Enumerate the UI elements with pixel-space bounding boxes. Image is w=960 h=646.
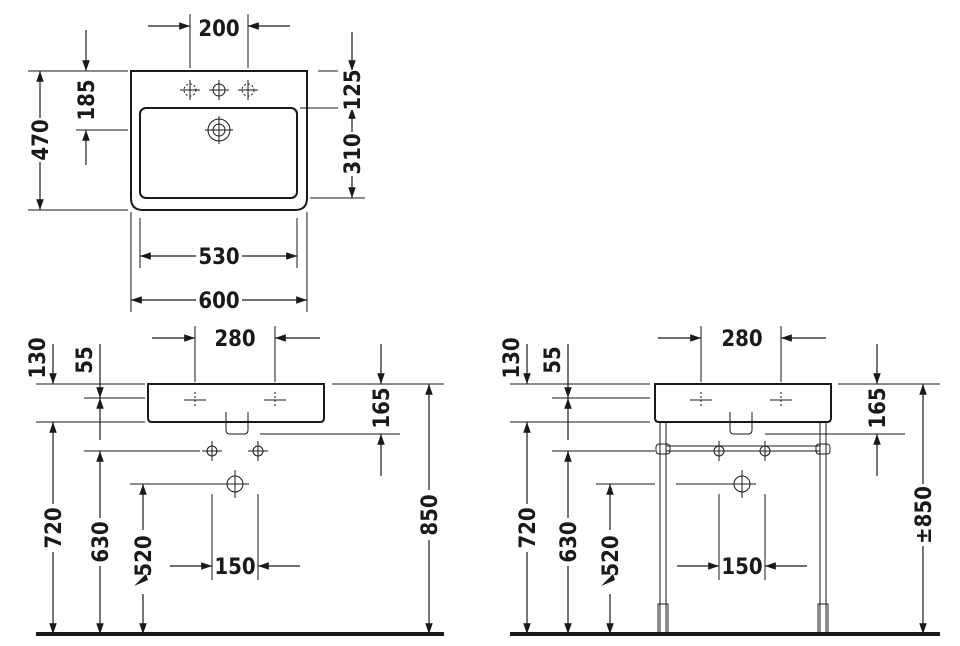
basin-front bbox=[147, 383, 325, 423]
dim-height-underside: 720 bbox=[42, 507, 67, 548]
dim-top-offset: 130 bbox=[26, 337, 51, 378]
dim-tap-spacing-front: 280 bbox=[214, 327, 255, 352]
basin-front-console bbox=[654, 383, 832, 423]
supply-valves-console bbox=[709, 441, 775, 461]
dim-height-supply-console: 630 bbox=[557, 521, 582, 562]
dim-height-underside-console: 720 bbox=[516, 507, 541, 548]
dim-bowl-width: 530 bbox=[198, 245, 239, 270]
plan-view: 200 470 185 125 310 530 60 bbox=[24, 14, 368, 314]
dim-supply-spacing-console: 150 bbox=[721, 555, 762, 580]
waste-outlet-icon bbox=[221, 470, 249, 498]
console-legs bbox=[655, 421, 831, 635]
dim-height-waste: 520 bbox=[132, 535, 157, 576]
dim-basin-height: 165 bbox=[370, 387, 395, 428]
bowl-outline bbox=[139, 107, 298, 199]
front-view-wall: 280 130 55 720 630 520 150 bbox=[26, 326, 444, 636]
dim-tap-spacing-console: 280 bbox=[721, 327, 762, 352]
dim-bowl-depth: 310 bbox=[341, 133, 366, 174]
dim-rim-to-bowl: 125 bbox=[341, 69, 366, 110]
dim-rim-to-taphole: 185 bbox=[75, 79, 100, 120]
dim-basin-height-console: 165 bbox=[866, 387, 891, 428]
dim-total-width: 600 bbox=[198, 289, 239, 314]
supply-valves bbox=[202, 441, 268, 461]
waste-outlet-console-icon bbox=[728, 470, 756, 498]
drain-icon bbox=[205, 116, 233, 144]
dim-tap-offset-console: 55 bbox=[541, 346, 566, 374]
dim-height-rim: 850 bbox=[418, 494, 443, 535]
dim-total-depth: 470 bbox=[29, 119, 54, 160]
basin-outline bbox=[130, 70, 308, 211]
dim-height-waste-console: 520 bbox=[599, 535, 624, 576]
dim-supply-spacing: 150 bbox=[214, 555, 255, 580]
dim-height-supply: 630 bbox=[89, 521, 114, 562]
front-view-console: 280 130 55 720 630 520 15 bbox=[500, 326, 940, 636]
dim-tap-offset: 55 bbox=[73, 346, 98, 374]
dim-height-rim-console: ±850 bbox=[912, 486, 937, 544]
dim-tap-spacing-plan: 200 bbox=[198, 17, 239, 42]
tap-holes bbox=[180, 80, 258, 100]
dim-top-offset-console: 130 bbox=[500, 337, 525, 378]
